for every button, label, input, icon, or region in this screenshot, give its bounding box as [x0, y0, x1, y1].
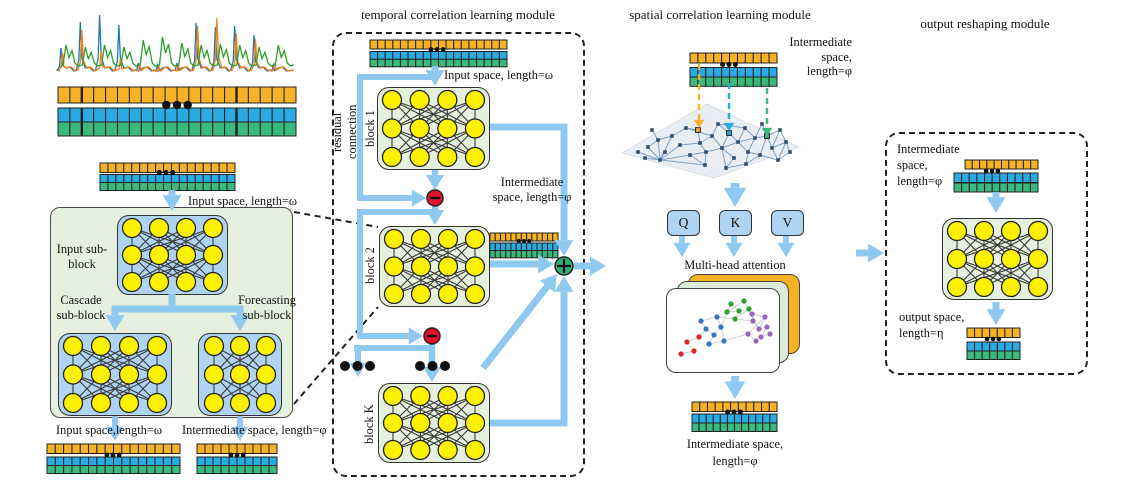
output-intermediate-bars [953, 159, 1039, 193]
highlighted-sensor-node [726, 130, 732, 136]
repeat-ellipsis-center [415, 361, 450, 371]
spatial-input-bars [689, 52, 778, 87]
blockK-label: block K [362, 404, 376, 444]
block1-net [381, 89, 486, 168]
subtract-node-1 [426, 189, 444, 207]
input-overview-bars [57, 86, 297, 137]
blockK-net [382, 385, 486, 461]
highlighted-sensor-node [695, 127, 701, 133]
query-label: Q [678, 215, 689, 230]
key-box: K [719, 210, 752, 236]
output-space-bars [966, 327, 1021, 360]
value-label: V [782, 215, 793, 230]
temporal-intermediate-label: Intermediate space, length=φ [492, 175, 572, 205]
output-module-box [885, 132, 1088, 375]
value-box: V [771, 210, 804, 236]
left-output-intermediate-label: Intermediate space, length=φ [182, 423, 327, 437]
spatial-intermediate-top-label: Intermediate space, length=φ [789, 35, 852, 79]
spatial-intermediate-bottom-label: Intermediate space, length=φ [686, 437, 784, 468]
temporal-intermediate-bars [489, 232, 559, 259]
left-input-space-label: Input space, length=ω [188, 194, 298, 208]
left-input-bars [99, 162, 236, 191]
forecasting-subblock-label: Forecasting sub-block [238, 293, 296, 323]
subtract-node-2 [423, 327, 441, 345]
block2-net [383, 228, 486, 305]
add-node [554, 256, 574, 276]
spatial-output-bars [691, 401, 778, 432]
temporal-module-box [332, 32, 585, 477]
repeat-ellipsis-left [340, 361, 375, 371]
left-module-arrows [105, 190, 250, 441]
spatial-module-title: spatial correlation learning module [629, 7, 811, 22]
temporal-input-bars [369, 39, 508, 68]
spatial-module-arrows [673, 64, 884, 399]
left-output-input-space-label: Input space,length=ω [56, 423, 162, 437]
residual-label: residual [330, 112, 344, 152]
input-timeseries-plot [55, 14, 295, 73]
temporal-input-space-label: Input space, length=ω [444, 68, 554, 82]
output-module-arrows [986, 192, 1006, 325]
attention-graph-scatter [678, 298, 773, 357]
left-output-intermediate-bars [196, 443, 278, 474]
output-intermediate-label: Intermediate space, length=φ [897, 142, 960, 188]
output-block-net [946, 220, 1049, 298]
input-subblock-label: Input sub- block [56, 242, 108, 272]
multi-head-attention-label: Multi-head attention [684, 258, 786, 272]
block2-label: block 2 [363, 247, 377, 285]
temporal-module-title: temporal correlation learning module [361, 7, 555, 22]
query-box: Q [667, 210, 700, 236]
output-space-label: output space, length=η [899, 310, 965, 341]
connection-label: connection [345, 104, 359, 160]
forecasting-subblock-net [203, 335, 277, 414]
key-label: K [730, 215, 741, 230]
cascade-subblock-net [62, 335, 168, 414]
sensor-network-plane [620, 103, 801, 179]
block1-label: block 1 [363, 110, 377, 148]
output-module-title: output reshaping module [920, 16, 1050, 31]
zoom-connector-lines [293, 211, 379, 405]
temporal-module-arrows [349, 66, 606, 427]
input-subblock-net [121, 217, 224, 293]
cascade-subblock-label: Cascade sub-block [56, 293, 106, 323]
left-output-input-bars [46, 443, 181, 474]
